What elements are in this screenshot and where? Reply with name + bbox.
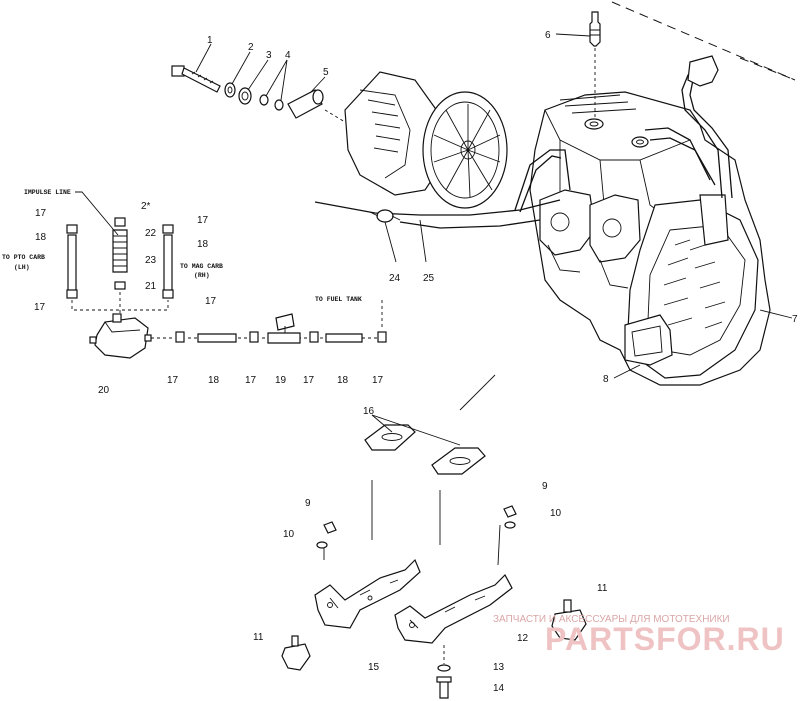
- spark-plug: [589, 11, 601, 118]
- to-mag-carb-side-label: (RH): [194, 272, 210, 279]
- callout-17-f: 17: [245, 375, 257, 386]
- callout-24: 24: [389, 273, 401, 284]
- callout-2-star: 2*: [141, 201, 151, 212]
- to-mag-carb-label: TO MAG CARB: [180, 263, 223, 270]
- to-pto-carb-label: TO PTO CARB: [2, 254, 45, 261]
- callout-17-c: 17: [197, 215, 209, 226]
- callout-10-right: 10: [550, 508, 562, 519]
- callout-18-a: 18: [35, 232, 47, 243]
- drive-clutch: [344, 71, 508, 209]
- throttle-cable: [314, 149, 571, 229]
- callout-14: 14: [493, 683, 505, 694]
- callout-23: 23: [145, 255, 157, 266]
- callout-17-g: 17: [303, 375, 315, 386]
- callout-13: 13: [493, 662, 505, 673]
- callout-18-b: 18: [197, 239, 209, 250]
- callout-18-c: 18: [208, 375, 220, 386]
- callout-1: 1: [207, 35, 213, 46]
- watermark-logo: PARTSFOR.RU: [545, 621, 785, 657]
- ignition-wire: [611, 1, 796, 199]
- callout-16: 16: [363, 406, 375, 417]
- callout-17-d: 17: [205, 296, 217, 307]
- to-fuel-tank-label: TO FUEL TANK: [315, 296, 362, 303]
- impulse-line-label: IMPULSE LINE: [24, 189, 71, 196]
- callout-11-right: 11: [597, 583, 608, 594]
- leader-lines: [195, 33, 793, 560]
- callout-17-e: 17: [167, 375, 179, 386]
- callout-21: 21: [145, 281, 157, 292]
- callout-numbers: 1 2 3 4 5 6 7 8 9 9 10 10 11 11 12 13 14…: [34, 30, 798, 694]
- callout-11-left: 11: [253, 632, 264, 643]
- callout-9-left: 9: [305, 498, 311, 509]
- callout-17-h: 17: [372, 375, 384, 386]
- clutch-bolt: [171, 65, 221, 93]
- to-pto-carb-side-label: (LH): [14, 264, 30, 271]
- callout-3: 3: [266, 50, 272, 61]
- engine-block: [529, 91, 771, 386]
- callout-2: 2: [248, 42, 254, 53]
- callout-15: 15: [368, 662, 380, 673]
- callout-22: 22: [145, 228, 157, 239]
- washers: [224, 82, 284, 111]
- callout-19: 19: [275, 375, 287, 386]
- callout-17-a: 17: [35, 208, 47, 219]
- fuel-system: [66, 191, 387, 359]
- callout-20: 20: [98, 385, 110, 396]
- callout-6: 6: [545, 30, 551, 41]
- callout-17-b: 17: [34, 302, 46, 313]
- callout-25: 25: [423, 273, 435, 284]
- callout-10-left: 10: [283, 529, 295, 540]
- callout-12: 12: [517, 633, 529, 644]
- text-labels: IMPULSE LINE TO PTO CARB (LH) TO MAG CAR…: [2, 189, 362, 303]
- callout-8: 8: [603, 374, 609, 385]
- callout-5: 5: [323, 67, 329, 78]
- callout-18-d: 18: [337, 375, 349, 386]
- callout-9-right: 9: [542, 481, 548, 492]
- watermark-tagline: ЗАПЧАСТИ И АКСЕССУАРЫ ДЛЯ МОТОТЕХНИКИ: [493, 614, 730, 625]
- callout-7: 7: [792, 314, 798, 325]
- engine-mounts: [281, 374, 587, 699]
- watermark: ЗАПЧАСТИ И АКСЕССУАРЫ ДЛЯ МОТОТЕХНИКИ PA…: [493, 614, 785, 657]
- spacer-sleeve: [287, 89, 324, 119]
- callout-4: 4: [285, 50, 291, 61]
